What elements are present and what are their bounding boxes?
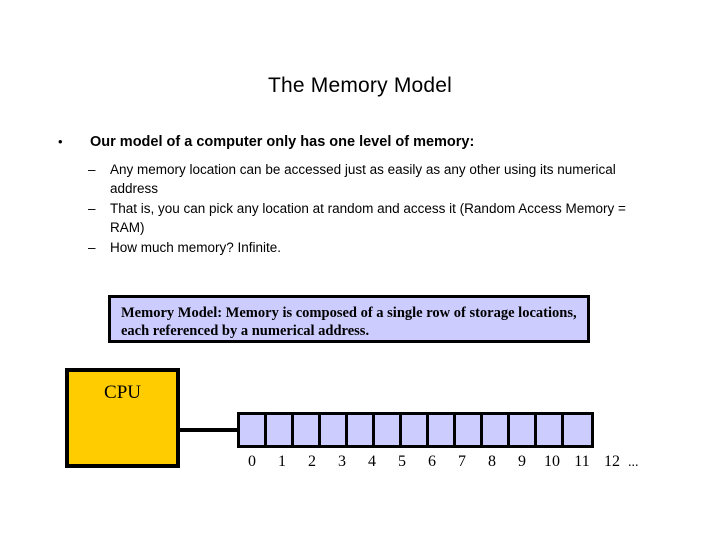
memory-cell (267, 415, 294, 445)
cpu-memory-bus-line (180, 428, 238, 432)
memory-address-label: 8 (488, 453, 496, 470)
cpu-label: CPU (104, 382, 141, 403)
bullet-marker-icon: • (58, 134, 63, 149)
sub-bullet-text: How much memory? Infinite. (110, 240, 282, 255)
bullet-level1-text: Our model of a computer only has one lev… (90, 134, 475, 150)
definition-text: Memory Model: Memory is composed of a si… (121, 305, 577, 339)
memory-address-label: 1 (278, 453, 286, 470)
memory-cell (456, 415, 483, 445)
memory-cell (321, 415, 348, 445)
bullet-level1: • Our model of a computer only has one l… (52, 133, 672, 151)
list-item: – Any memory location can be accessed ju… (88, 160, 672, 198)
memory-address-label: 3 (338, 453, 346, 470)
memory-address-label: 10 (544, 453, 560, 470)
sub-bullet-text: That is, you can pick any location at ra… (110, 201, 626, 235)
memory-cell (402, 415, 429, 445)
sub-bullet-list: – Any memory location can be accessed ju… (52, 160, 672, 257)
dash-marker-icon: – (88, 162, 96, 177)
dash-marker-icon: – (88, 201, 96, 216)
dash-marker-icon: – (88, 240, 96, 255)
memory-cell (483, 415, 510, 445)
memory-cell (510, 415, 537, 445)
memory-cell (294, 415, 321, 445)
memory-address-label: 12 (604, 453, 620, 470)
memory-cell (240, 415, 267, 445)
memory-address-ellipsis: ... (628, 455, 639, 470)
memory-cell (375, 415, 402, 445)
memory-cell (537, 415, 564, 445)
list-item: – That is, you can pick any location at … (88, 199, 672, 237)
cpu-block: CPU (65, 368, 180, 468)
memory-address-label: 0 (248, 453, 256, 470)
bullet-body: • Our model of a computer only has one l… (52, 133, 672, 258)
memory-address-label: 4 (368, 453, 376, 470)
memory-address-label: 11 (574, 453, 590, 470)
memory-address-label: 6 (428, 453, 436, 470)
memory-cell (429, 415, 456, 445)
memory-cell (348, 415, 375, 445)
memory-cell (564, 415, 591, 445)
memory-cell-row (237, 412, 594, 448)
definition-callout-box: Memory Model: Memory is composed of a si… (108, 295, 590, 343)
sub-bullet-text: Any memory location can be accessed just… (110, 162, 616, 196)
memory-address-label: 2 (308, 453, 316, 470)
memory-address-label: 9 (518, 453, 526, 470)
page-title: The Memory Model (267, 74, 453, 97)
memory-address-label: 7 (458, 453, 466, 470)
list-item: – How much memory? Infinite. (88, 238, 672, 257)
memory-address-label: 5 (398, 453, 406, 470)
